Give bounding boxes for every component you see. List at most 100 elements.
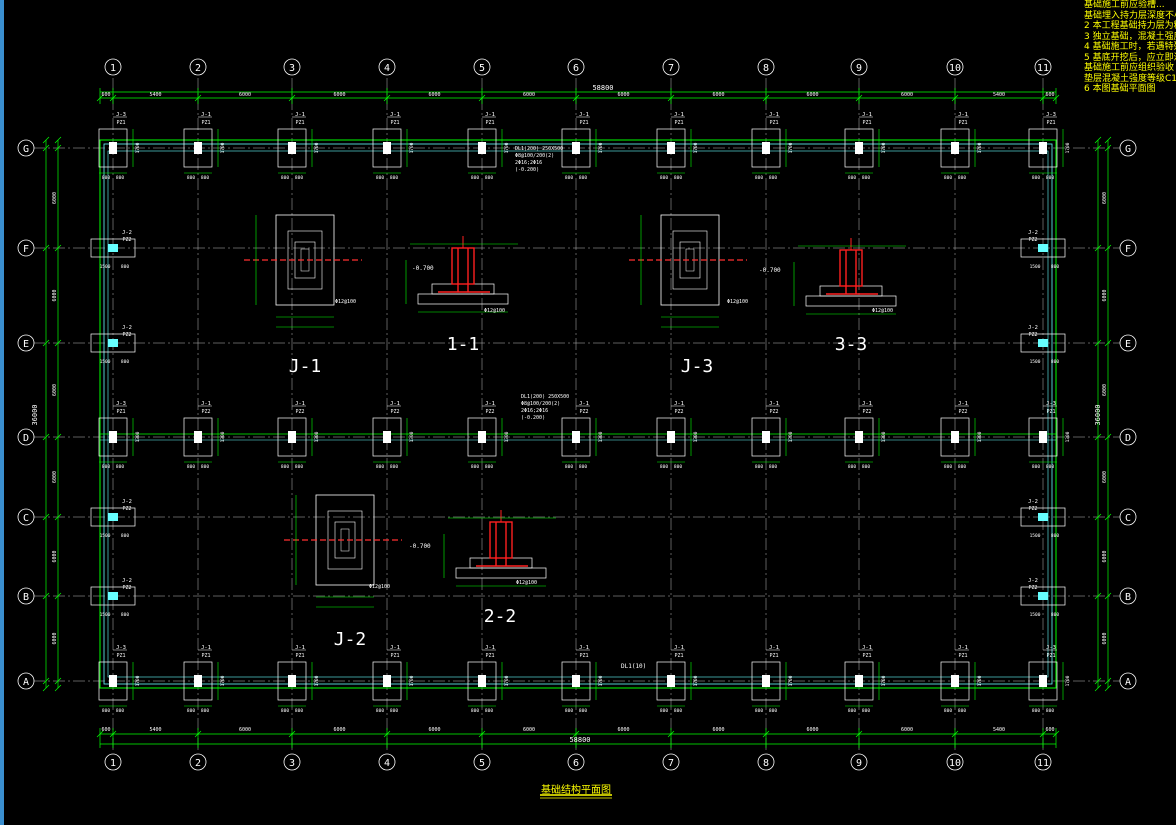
footing-outline (277, 661, 307, 701)
footing-width: 800 (1046, 708, 1054, 714)
pz-label: PZ2 (1028, 237, 1037, 243)
pz-label: PZ1 (1046, 120, 1055, 126)
note-line: 基础施工前应验槽... (1084, 0, 1165, 10)
pz-label: PZ1 (116, 653, 125, 659)
column (1038, 513, 1048, 521)
dim-slash (1104, 684, 1112, 692)
footing-width: 1500 (1030, 533, 1041, 539)
column (478, 431, 486, 443)
pz-label: PZ2 (295, 409, 304, 415)
footing-length: 1700 (1065, 142, 1071, 153)
pz-label: PZ1 (116, 120, 125, 126)
footing-length: 1700 (314, 675, 320, 686)
dim-slash (54, 592, 62, 600)
footing-length: 1700 (504, 142, 510, 153)
pz-label: PZ1 (579, 120, 588, 126)
dim-slash (762, 730, 770, 738)
footing-outline (561, 417, 591, 457)
footing-width: 800 (848, 464, 856, 470)
footing-width: 800 (471, 175, 479, 181)
footing-label: J-1 (674, 645, 684, 651)
pz-label: PZ1 (579, 653, 588, 659)
dim-slash (42, 339, 50, 347)
footing-outline (844, 661, 874, 701)
axis-bubble-label: G (1125, 144, 1131, 155)
pz-label: PZ1 (390, 120, 399, 126)
footing-label: J-1 (958, 401, 968, 407)
dim-slash (855, 94, 863, 102)
title-underline (540, 794, 612, 799)
footing-length: 1700 (693, 675, 699, 686)
detail-j3-label: J-3 (681, 356, 714, 377)
axis-bubble-label: 10 (949, 63, 961, 74)
beam-note-6: Φ8@100/200(2) (521, 401, 560, 407)
detail-j1-label: J-1 (289, 356, 322, 377)
axis-bubble-label: 4 (384, 63, 390, 74)
axis-bubble: D (17, 428, 35, 446)
axis-bubble: 4 (378, 58, 396, 76)
footing-width: 800 (674, 175, 682, 181)
pz-label: PZ2 (485, 409, 494, 415)
dim-slash (855, 730, 863, 738)
dim-slash (1094, 136, 1102, 144)
axis-bubble-circle (662, 753, 680, 771)
reinf-j2: Φ12@100 (369, 584, 390, 590)
dim-span-right: 6000 (1102, 289, 1108, 301)
footing-width: 800 (755, 708, 763, 714)
dim-slash (109, 730, 117, 738)
footing-length: 1700 (977, 675, 983, 686)
footing-width: 800 (755, 175, 763, 181)
dim-slash (1094, 433, 1102, 441)
dim-span-left: 6000 (52, 550, 58, 562)
axis-bubble-label: 11 (1037, 63, 1049, 74)
overall-length-bottom: 58800 (569, 736, 590, 744)
dim-span-bottom: 6000 (239, 727, 251, 733)
footing-outline (844, 417, 874, 457)
footing-width: 800 (281, 464, 289, 470)
dim-span-left: 6000 (52, 289, 58, 301)
dim-span-right: 6000 (1102, 550, 1108, 562)
dim-span-left: 6000 (52, 192, 58, 204)
footing-width: 800 (944, 175, 952, 181)
footing-outline (656, 128, 686, 168)
footing-label: J-1 (485, 645, 495, 651)
footing-width: 800 (390, 464, 398, 470)
column (572, 675, 580, 687)
footing-length: 1300 (598, 431, 604, 442)
pz-label: PZ1 (958, 653, 967, 659)
column (194, 675, 202, 687)
footing-length: 1700 (693, 142, 699, 153)
reinf-j3: Φ12@100 (727, 299, 748, 305)
axis-bubble: C (1119, 508, 1137, 526)
note-line: 基础埋入持力层深度不小于200 (1084, 10, 1176, 21)
footing-label: J-2 (122, 325, 132, 331)
axis-bubble-label: B (23, 592, 29, 603)
axis-bubble-label: 10 (949, 758, 961, 769)
axis-bubble-label: 1 (110, 63, 116, 74)
footing-label: J-2 (1028, 499, 1038, 505)
axis-bubble-circle (17, 334, 35, 352)
axis-bubble-circle (567, 58, 585, 76)
dl-label: DL1(10) (621, 663, 646, 670)
dim-slash (109, 94, 117, 102)
axis-bubble: A (17, 672, 35, 690)
axis-bubble: 6 (567, 58, 585, 76)
footing-length: 1700 (1065, 675, 1071, 686)
footing-width: 800 (862, 175, 870, 181)
axis-bubble-label: A (1125, 677, 1131, 688)
beam-note-4: (-0.200) (515, 167, 539, 173)
dim-span-top: 6000 (712, 92, 724, 98)
footing-width: 800 (674, 464, 682, 470)
axis-bubble: B (1119, 587, 1137, 605)
dim-span-top: 6000 (523, 92, 535, 98)
footing-label: J-1 (485, 401, 495, 407)
axis-bubble-circle (17, 139, 35, 157)
footing-length: 1700 (220, 142, 226, 153)
dim-slash (42, 592, 50, 600)
